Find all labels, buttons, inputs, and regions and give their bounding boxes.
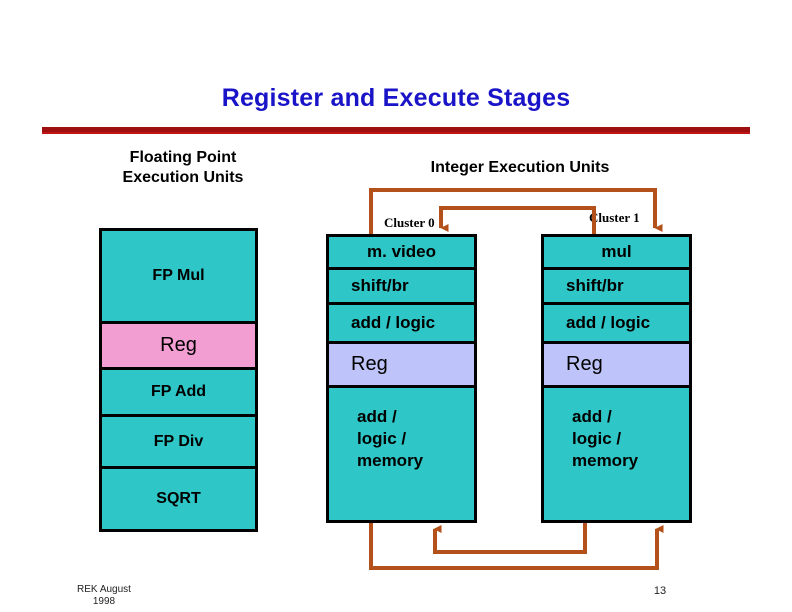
floating-point-heading-line2: Execution Units (122, 169, 244, 186)
cluster1-memory-line1: add / (572, 407, 612, 426)
fp-div-cell[interactable]: FP Div (102, 417, 255, 469)
footer-credit-line2: 1998 (92, 596, 116, 607)
cluster1-memory-line3: memory (572, 451, 639, 470)
wire-outer-bottom-loop (369, 523, 664, 570)
fp-sqrt-cell[interactable]: SQRT (102, 469, 255, 529)
page-title: Register and Execute Stages (221, 84, 571, 112)
wire-inner-bottom-loop (433, 523, 587, 554)
cluster1-shift-br-cell[interactable]: shift/br (544, 270, 689, 305)
cluster1-add-logic-cell[interactable]: add / logic (544, 305, 689, 344)
fp-mul-cell[interactable]: FP Mul (102, 231, 255, 324)
fp-add-cell[interactable]: FP Add (102, 370, 255, 417)
cluster1-register-cell[interactable]: Reg (544, 344, 689, 388)
cluster1-unit-stack: mul shift/br add / logic Reg add / logic… (541, 234, 692, 523)
footer-credit-line1: REK August (77, 584, 131, 595)
cluster0-add-logic-memory-cell[interactable]: add / logic / memory (329, 388, 474, 520)
cluster0-caption: Cluster 0 (384, 215, 435, 230)
cluster0-unit-stack: m. video shift/br add / logic Reg add / … (326, 234, 477, 523)
cluster0-register-cell[interactable]: Reg (329, 344, 474, 388)
cluster0-add-logic-cell[interactable]: add / logic (329, 305, 474, 344)
cluster0-memory-line2: logic / (357, 429, 407, 448)
floating-point-unit-stack: FP Mul Reg FP Add FP Div SQRT (99, 228, 258, 532)
title-divider (42, 127, 750, 134)
cluster0-shift-br-cell[interactable]: shift/br (329, 270, 474, 305)
cluster1-caption: Cluster 1 (589, 210, 640, 225)
wire-inner-top-loop (439, 206, 596, 234)
cluster1-memory-line2: logic / (572, 429, 622, 448)
page-number: 13 (653, 585, 667, 597)
cluster1-add-logic-memory-cell[interactable]: add / logic / memory (544, 388, 689, 520)
fp-register-cell[interactable]: Reg (102, 324, 255, 370)
cluster1-mul-cell[interactable]: mul (544, 237, 689, 270)
cluster0-m-video-cell[interactable]: m. video (329, 237, 474, 270)
integer-execution-heading: Integer Execution Units (430, 159, 610, 176)
footer-credit: REK August 1998 (44, 584, 164, 608)
floating-point-heading-line1: Floating Point (129, 149, 237, 166)
cluster0-memory-line3: memory (357, 451, 424, 470)
cluster0-memory-line1: add / (357, 407, 397, 426)
floating-point-heading: Floating Point Execution Units (88, 148, 278, 188)
